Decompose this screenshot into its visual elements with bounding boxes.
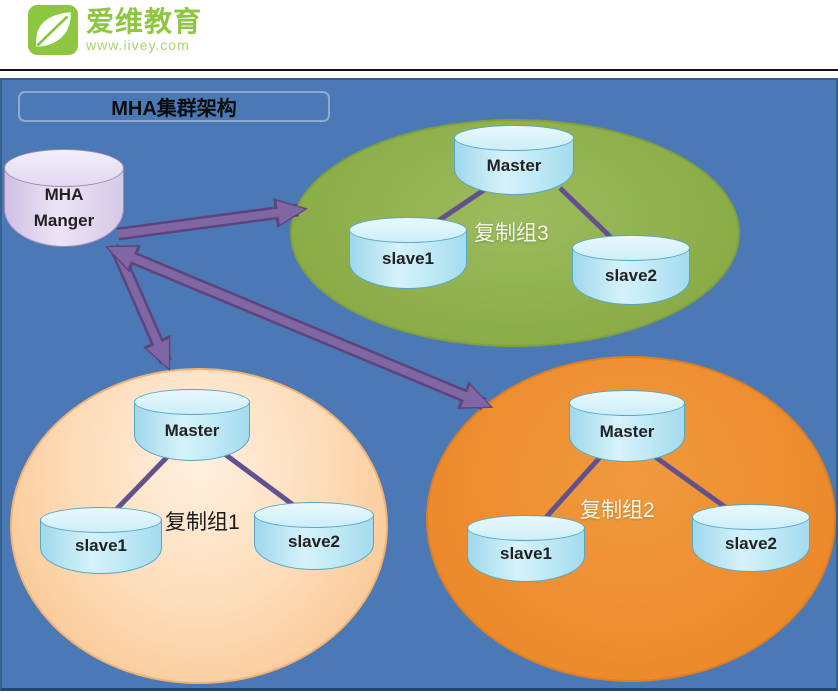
cylinder-top (569, 390, 685, 416)
group1-slave1-cylinder: slave1 (40, 507, 162, 574)
group2-master-cylinder: Master (569, 390, 685, 462)
group3-slave1-cylinder: slave1 (349, 217, 467, 289)
link-group1-slave2 (220, 449, 302, 513)
connector-layer (104, 186, 734, 526)
group2-slave1-cylinder: slave1 (467, 515, 585, 582)
cylinder-top (454, 125, 574, 151)
group1-slave2-cylinder: slave2 (254, 502, 374, 570)
cylinder-top (572, 235, 690, 261)
cylinder-top (254, 502, 374, 528)
group2-name-label: 复制组2 (580, 499, 655, 522)
arrow-manager-group3 (117, 200, 305, 238)
brand-name: 爱维教育 (86, 6, 203, 37)
logo: 爱维教育 www.iivey.com (28, 5, 202, 55)
group3-slave1-label: slave1 (382, 248, 434, 268)
leaf-icon (28, 5, 78, 55)
arrow-manager-group2 (107, 246, 491, 408)
mha-manager-label-line1: MHA (44, 185, 84, 205)
logo-text: 爱维教育 www.iivey.com (86, 5, 203, 53)
mha-manager-cylinder: MHA Manger (4, 149, 124, 247)
group1-slave2-label: slave2 (288, 531, 340, 551)
cylinder-top (134, 389, 250, 415)
group3-slave2-label: slave2 (605, 265, 657, 285)
diagram-title-box: MHA集群架构 (18, 91, 330, 122)
group3-master-cylinder: Master (454, 125, 574, 195)
cylinder-top (467, 515, 585, 541)
group3-name-label: 复制组3 (474, 222, 549, 245)
group1-master-label: Master (164, 420, 220, 440)
group3-slave2-cylinder: slave2 (572, 235, 690, 305)
group1-slave1-label: slave1 (75, 536, 127, 556)
page-header: 爱维教育 www.iivey.com (0, 0, 838, 70)
group2-master-label: Master (599, 421, 655, 441)
replication-links (108, 186, 734, 526)
group1-name-label: 复制组1 (165, 511, 240, 534)
mha-manager-label: MHA Manger (4, 182, 124, 233)
link-group1-slave1 (108, 452, 172, 518)
diagram-panel: MHA集群架构 (0, 78, 838, 691)
group2-slave2-label: slave2 (725, 533, 777, 553)
link-group2-slave1 (538, 453, 604, 526)
header-divider (0, 69, 838, 71)
manager-arrows (104, 198, 494, 411)
cylinder-top (40, 507, 162, 533)
group2-slave2-cylinder: slave2 (692, 504, 810, 572)
cylinder-top (692, 504, 810, 530)
group3-master-label: Master (486, 155, 542, 175)
cylinder-top (4, 149, 124, 187)
cylinder-top (349, 217, 467, 243)
link-group2-slave2 (652, 453, 734, 515)
brand-website: www.iivey.com (86, 37, 190, 53)
group2-slave1-label: slave1 (500, 544, 552, 564)
mha-manager-label-line2: Manger (33, 210, 95, 230)
diagram-title: MHA集群架构 (111, 98, 237, 120)
group1-master-cylinder: Master (134, 389, 250, 461)
